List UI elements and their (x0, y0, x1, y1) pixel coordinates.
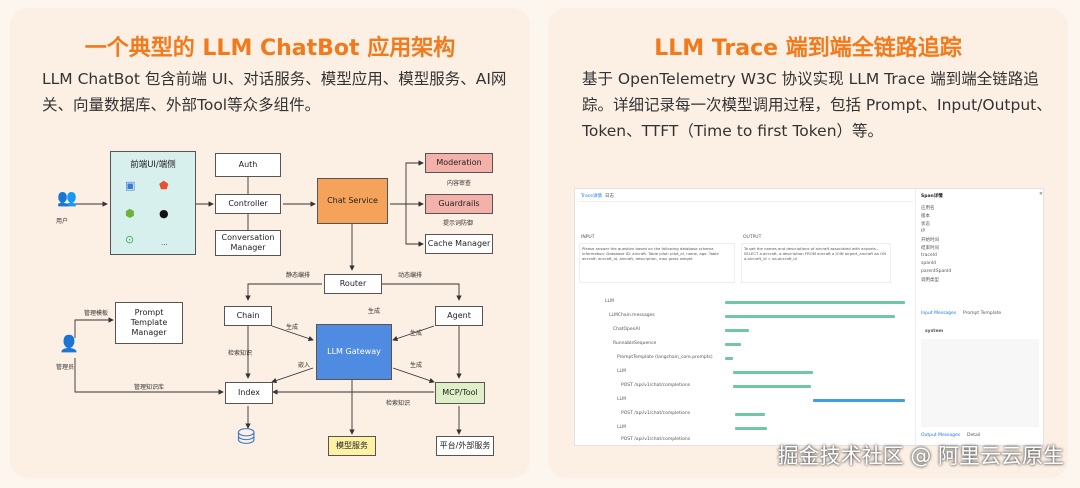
span-name[interactable]: POST /api/v1/chat/completions (621, 411, 691, 416)
span-bar (813, 399, 905, 402)
prompt-template-tab[interactable]: Prompt Template (963, 311, 1002, 316)
tab-trace[interactable]: Trace详情 (581, 194, 602, 199)
cache-manager-box: Cache Manager (425, 234, 493, 254)
kv-key: spanId (921, 261, 936, 266)
conversation-manager-box: Conversation Manager (215, 230, 281, 256)
retrieve-knowledge-label-2: 检索知识 (386, 400, 411, 407)
auth-box: Auth (215, 153, 281, 177)
close-icon[interactable]: ✕ (1039, 192, 1043, 197)
kv-key: IP (921, 229, 926, 234)
diagram-connectors (74, 160, 462, 435)
prompt-template-manager-box: Prompt Template Manager (115, 302, 183, 344)
tab-divider (579, 201, 913, 202)
desktop-icon: ▣ (125, 179, 136, 192)
span-name[interactable]: LLMChain.messages (609, 313, 655, 318)
generate-label-4: 生成 (410, 362, 423, 369)
vector-database-icon: ⛁ (237, 425, 256, 450)
span-name[interactable]: LLM (617, 369, 626, 374)
kv-key: 状态 (921, 222, 930, 227)
dynamic-orch-label: 动态编排 (398, 272, 423, 279)
manage-knowledge-label: 管理知识库 (134, 384, 165, 391)
manage-template-label: 管理模板 (84, 310, 109, 317)
kv-key: traceId (921, 253, 937, 258)
html5-icon: ⬟ (159, 179, 169, 192)
frontend-box: 前端UI/端侧 ▣ ⬟ ⬢ ● ⊙ ... (110, 151, 196, 255)
span-bar (725, 343, 741, 346)
left-title: 一个典型的 LLM ChatBot 应用架构 (84, 36, 456, 61)
prompt-guard-label: 提示词防御 (443, 220, 474, 227)
router-box: Router (324, 274, 382, 294)
platform-service-box: 平台/外部服务 (436, 436, 494, 456)
apple-icon: ● (159, 207, 169, 220)
architecture-diagram: 👥 用户 👤 管理员 前端UI/端侧 ▣ ⬟ ⬢ ● ⊙ ... Auth Co… (10, 8, 530, 478)
user-icon: 👥 (57, 188, 77, 207)
kv-key: parentSpanId (921, 269, 952, 274)
kv-key: 应用名 (921, 206, 935, 211)
left-panel: 一个典型的 LLM ChatBot 应用架构 LLM ChatBot 包含前端 … (10, 8, 530, 478)
tab-log[interactable]: 日志 (605, 194, 614, 199)
span-bar (733, 371, 813, 374)
span-name[interactable]: LLM (605, 299, 614, 304)
span-name[interactable]: RunnableSequence (613, 341, 657, 346)
span-bar (725, 315, 895, 318)
generate-label-2: 生成 (368, 308, 381, 315)
span-bar (725, 329, 749, 332)
watermark: 掘金技术社区 @ 阿里云云原生 (777, 444, 1064, 468)
output-text: To get the names and descriptions of air… (741, 243, 891, 283)
controller-box: Controller (215, 194, 281, 214)
span-name[interactable]: LLM (617, 397, 626, 402)
span-bar (725, 301, 905, 304)
span-name[interactable]: LLM (617, 425, 626, 430)
span-name[interactable]: POST /api/v1/chat/completions (621, 383, 691, 388)
embed-label: 嵌入 (298, 362, 311, 369)
span-name[interactable]: ChatOpenAI (613, 327, 640, 332)
frontend-more: ... (161, 239, 168, 247)
system-label: system (925, 329, 944, 334)
index-box: Index (225, 382, 273, 404)
system-message-body (921, 339, 1039, 427)
mcp-tool-box: MCP/Tool (435, 382, 485, 404)
span-name[interactable]: PromptTemplate (langchain_core.prompts) (617, 355, 713, 360)
left-description: LLM ChatBot 包含前端 UI、对话服务、模型应用、模型服务、AI网关、… (42, 70, 507, 114)
model-service-box: 模型服务 (328, 436, 376, 456)
chat-service-box: Chat Service (317, 178, 388, 224)
span-bar (735, 413, 765, 416)
kv-key: 版本 (921, 214, 930, 219)
static-orch-label: 静态编排 (286, 272, 311, 279)
output-label: OUTPUT (743, 235, 762, 240)
user-label: 用户 (56, 218, 69, 225)
span-name[interactable]: POST /api/v1/chat/completions (621, 437, 691, 442)
admin-icon: 👤 (59, 334, 79, 353)
span-bar (735, 427, 767, 430)
span-bar (733, 385, 811, 388)
kv-key: 调用类型 (921, 278, 939, 283)
admin-label: 管理员 (56, 364, 75, 371)
content-review-label: 内容审查 (447, 180, 472, 187)
generate-label-3: 生成 (410, 330, 423, 337)
span-bar (725, 357, 733, 360)
kv-key: 结束时间 (921, 246, 939, 251)
trace-screenshot: Trace详情 日志 INPUT OUTPUT Please answer th… (574, 188, 1044, 446)
detail-tab[interactable]: Detail (967, 433, 981, 438)
input-label: INPUT (581, 235, 595, 240)
span-detail-title: Span详情 (921, 194, 943, 199)
right-panel: LLM Trace 端到端全链路追踪 基于 OpenTelemetry W3C … (548, 8, 1068, 478)
input-messages-tab[interactable]: Input Messages (921, 311, 957, 316)
guardrails-box: Guardrails (425, 194, 493, 214)
moderation-box: Moderation (425, 153, 493, 173)
link-icon: ⊙ (125, 233, 135, 246)
retrieve-knowledge-label-1: 检索知识 (228, 350, 253, 357)
detail-divider (915, 189, 916, 445)
agent-box: Agent (435, 306, 483, 326)
right-description: 基于 OpenTelemetry W3C 协议实现 LLM Trace 端到端全… (582, 70, 1052, 140)
input-text: Please answer the question based on the … (579, 243, 735, 283)
kv-key: 开始时间 (921, 238, 939, 243)
android-icon: ⬢ (125, 207, 135, 220)
generate-label-1: 生成 (286, 324, 299, 331)
chain-box: Chain (224, 306, 272, 326)
right-title: LLM Trace 端到端全链路追踪 (654, 36, 962, 61)
frontend-label: 前端UI/端侧 (130, 160, 176, 170)
llm-gateway-box: LLM Gateway (316, 324, 392, 380)
output-messages-tab[interactable]: Output Messages (921, 433, 961, 438)
